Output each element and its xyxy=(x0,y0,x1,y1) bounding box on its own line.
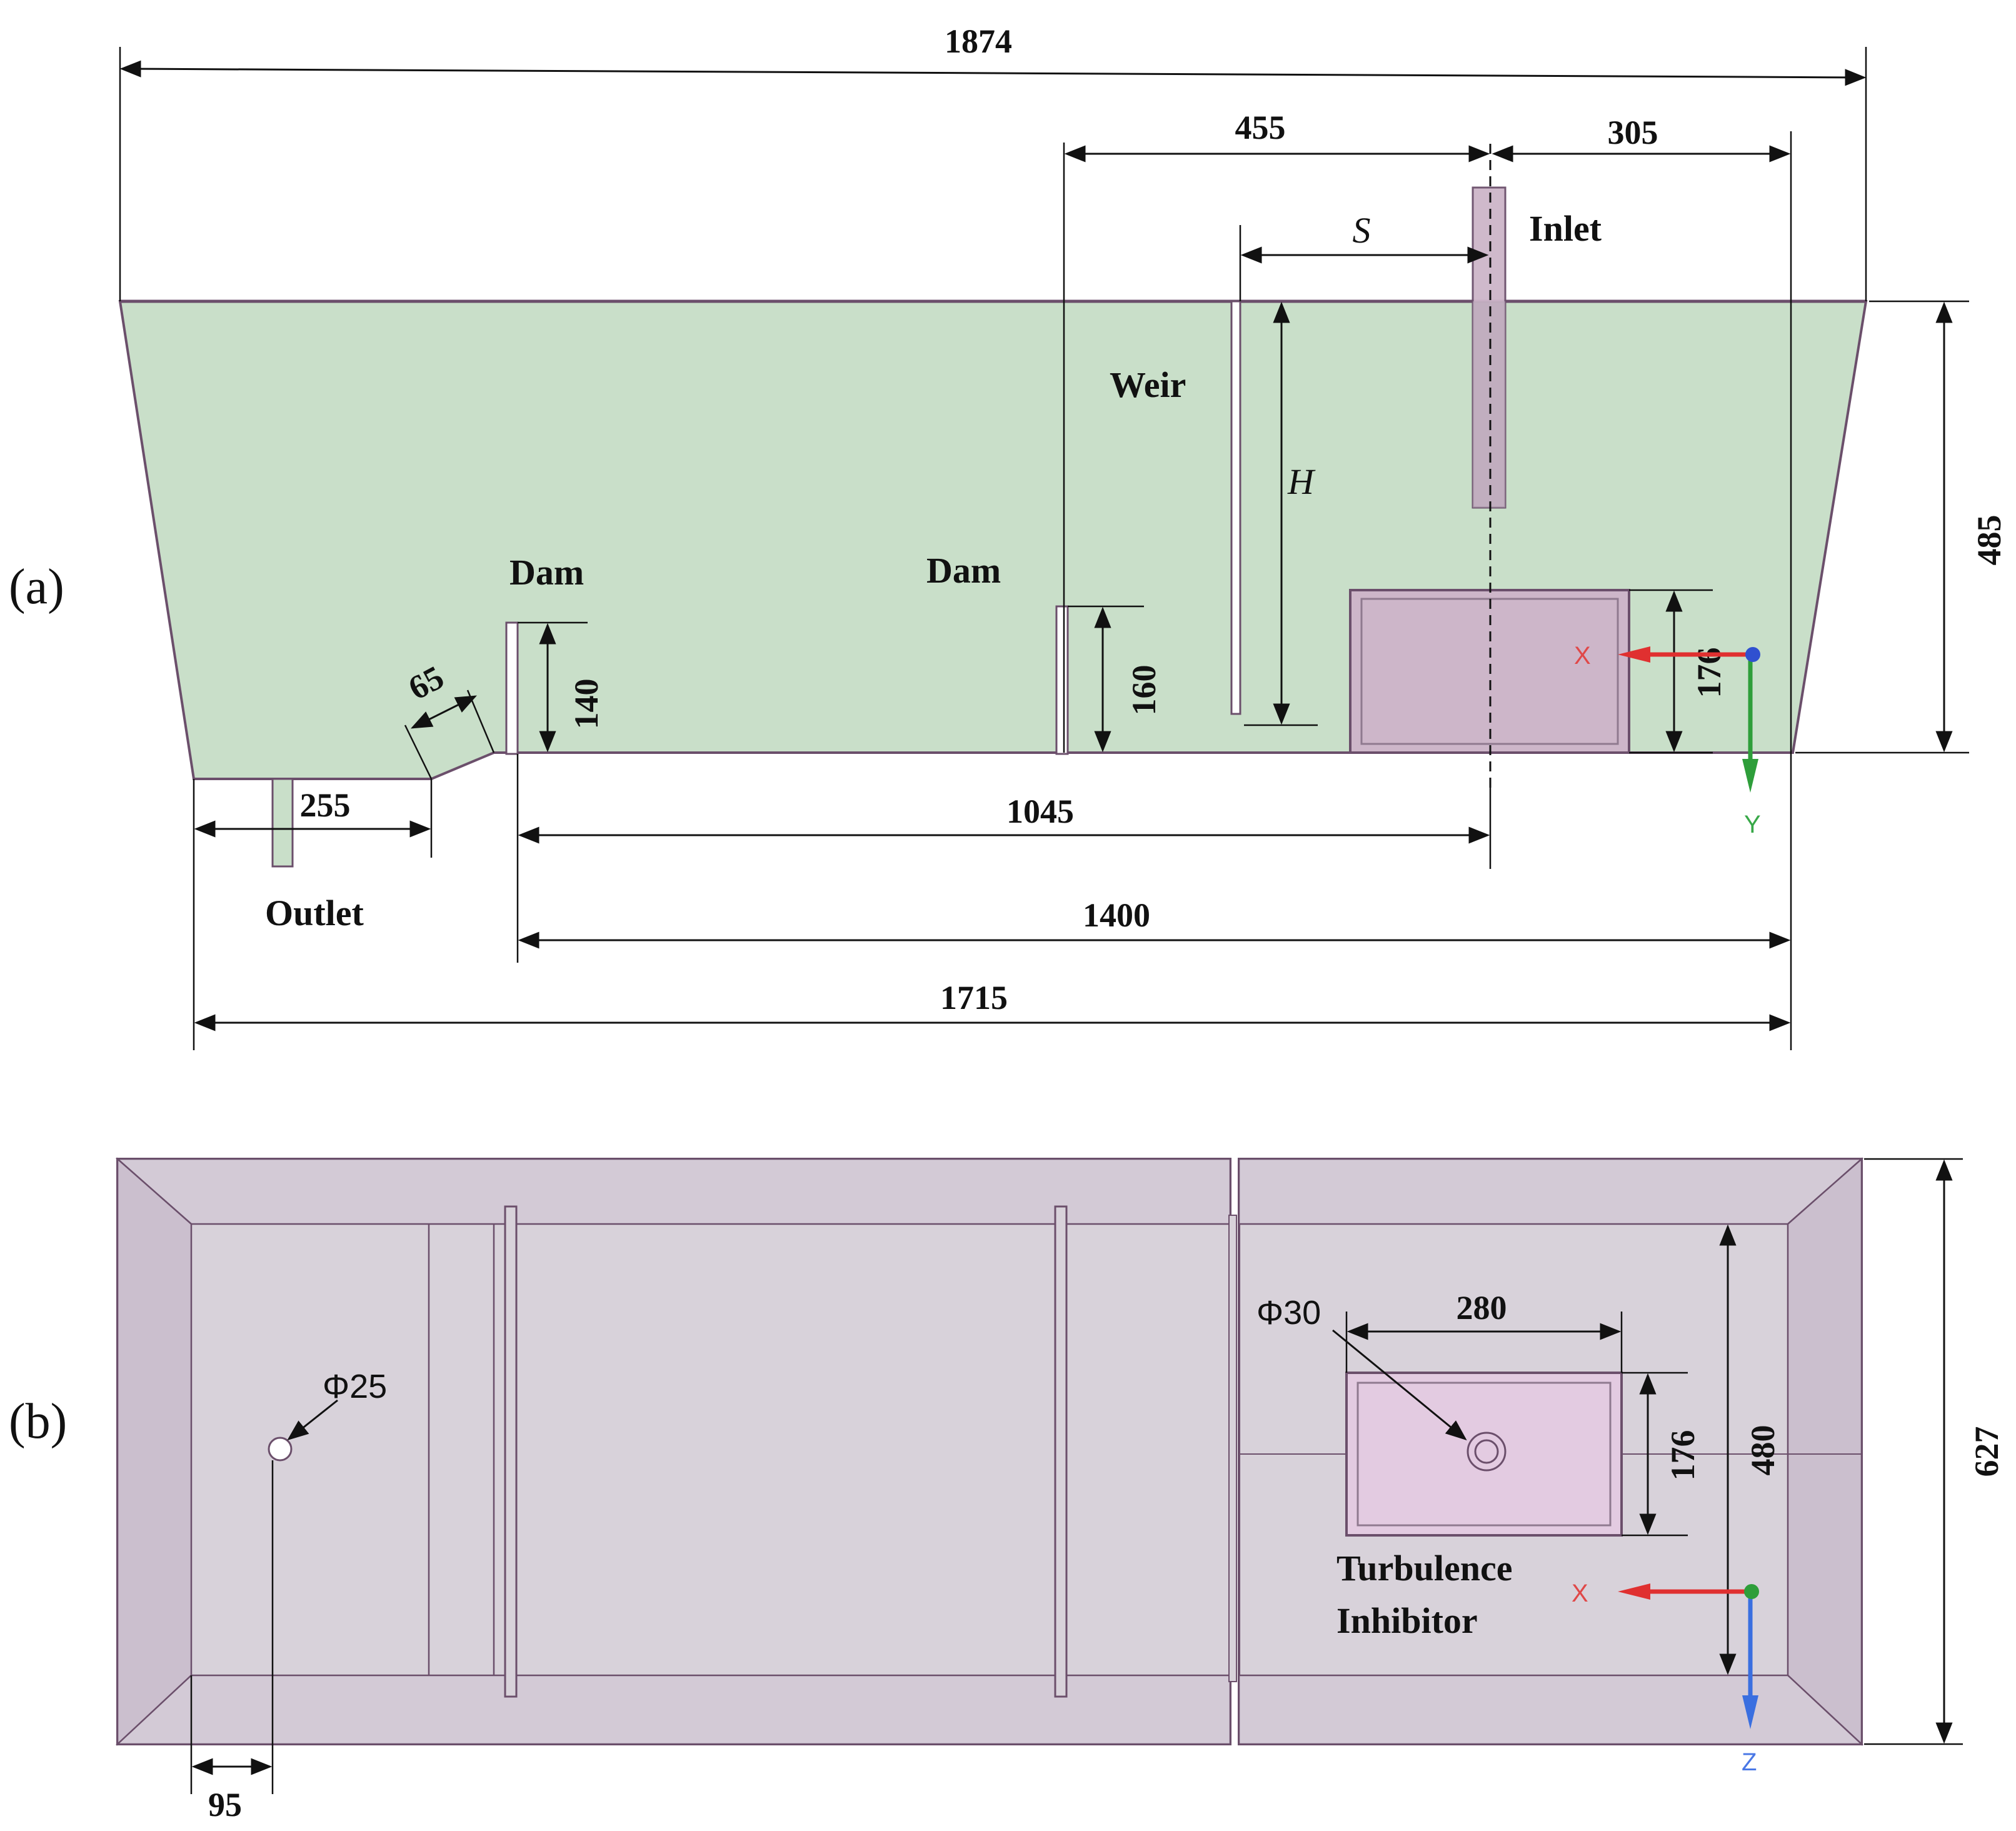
dim-305: 305 xyxy=(1608,114,1658,151)
ext-65-left xyxy=(404,725,433,780)
axis-z-label-b: Z xyxy=(1742,1748,1757,1776)
dim-280: 280 xyxy=(1457,1289,1507,1327)
weir-top xyxy=(1228,1215,1237,1682)
dam-right-top xyxy=(1054,1205,1068,1698)
dim-line-1874 xyxy=(119,60,1867,86)
dim-160: 160 xyxy=(1125,665,1163,716)
dim-1715: 1715 xyxy=(940,979,1008,1016)
dim-176b: 176 xyxy=(1664,1430,1702,1481)
panel-b: (b) xyxy=(9,1157,2005,1823)
dim-95: 95 xyxy=(208,1786,242,1823)
vessel-left-section xyxy=(115,1157,1237,1746)
axis-z-b-arrow xyxy=(1742,1695,1758,1729)
label-dam-right: Dam xyxy=(926,550,1001,591)
weir xyxy=(1230,300,1241,715)
panel-a: (a) 1874 455 305 Inlet xyxy=(9,23,2008,1050)
leader-phi30 xyxy=(1332,1329,1467,1441)
axis-y-a-arrow xyxy=(1742,759,1758,793)
outlet-nozzle xyxy=(271,778,294,868)
axis-x-label-a: X xyxy=(1574,642,1591,670)
axis-origin-b xyxy=(1744,1584,1759,1599)
dim-phi30: Φ30 xyxy=(1256,1294,1321,1332)
dim-1045: 1045 xyxy=(1006,793,1074,830)
panel-a-label: (a) xyxy=(9,559,64,615)
label-turbulence: Turbulence xyxy=(1336,1548,1512,1588)
dam-left-top xyxy=(504,1205,518,1698)
outlet-hole xyxy=(268,1437,293,1462)
axis-y-label-a: Y xyxy=(1744,811,1761,838)
axis-x-a-arrow xyxy=(1618,646,1650,663)
leader-phi25 xyxy=(287,1399,338,1441)
dim-phi25: Φ25 xyxy=(323,1368,387,1405)
dim-480: 480 xyxy=(1744,1425,1782,1476)
dim-140: 140 xyxy=(568,679,605,730)
wall-bottom-right xyxy=(1238,1674,1864,1745)
axis-x-label-b: X xyxy=(1572,1580,1588,1607)
dim-s: S xyxy=(1353,210,1371,251)
dim-1874: 1874 xyxy=(945,23,1012,60)
dim-485: 485 xyxy=(1970,515,2008,566)
wall-end-right xyxy=(1787,1157,1863,1746)
label-inhibitor: Inhibitor xyxy=(1336,1600,1478,1641)
dim-455: 455 xyxy=(1235,109,1286,146)
axis-triad-a: X Y xyxy=(1574,642,1761,838)
panel-b-label: (b) xyxy=(9,1394,67,1449)
label-outlet: Outlet xyxy=(265,893,364,933)
wall-end-left xyxy=(116,1157,193,1746)
inhibitor-top-inner xyxy=(1357,1382,1612,1527)
label-inlet: Inlet xyxy=(1529,208,1602,249)
dim-627: 627 xyxy=(1968,1427,2005,1477)
dim-h: H xyxy=(1287,461,1316,502)
axis-origin-a xyxy=(1745,647,1760,662)
axis-triad-b: X Z xyxy=(1572,1580,1759,1776)
vessel-right-section xyxy=(1238,1157,1864,1746)
dam-left xyxy=(505,621,519,755)
dim-line-65 xyxy=(410,695,478,729)
wall-top-right xyxy=(1238,1158,1864,1225)
label-weir: Weir xyxy=(1110,364,1186,405)
inlet-submerged xyxy=(1473,301,1505,508)
axis-x-b-arrow xyxy=(1618,1583,1650,1600)
dam-right xyxy=(1055,605,1069,755)
vessel-left-outer xyxy=(116,1158,1231,1745)
dim-1400: 1400 xyxy=(1083,896,1150,934)
label-dam-left: Dam xyxy=(509,552,584,593)
dim-255: 255 xyxy=(300,786,351,824)
inlet-circle-inner xyxy=(1474,1439,1499,1464)
